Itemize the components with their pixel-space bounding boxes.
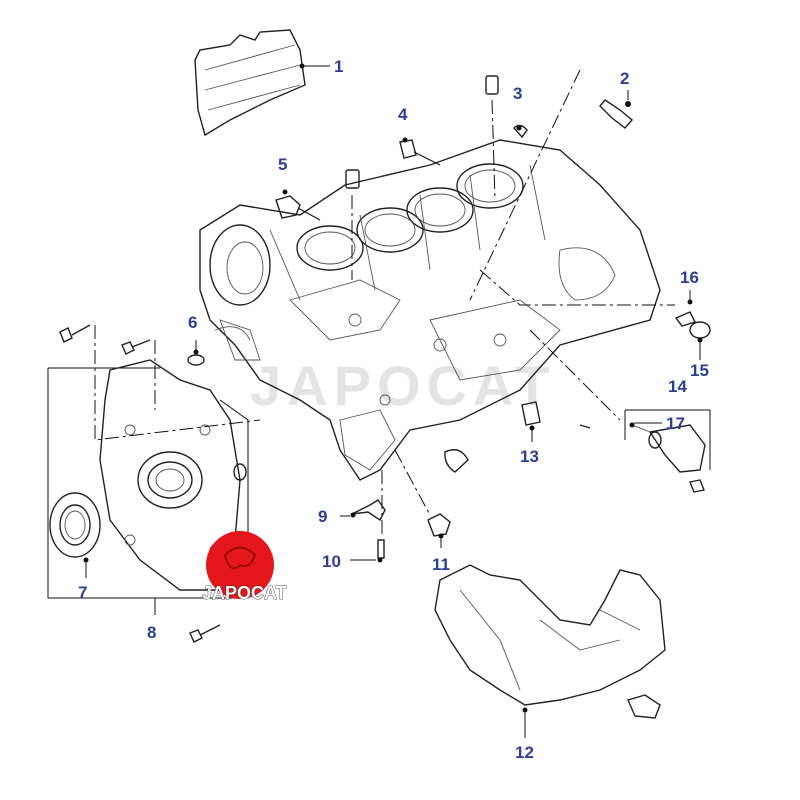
callout-15[interactable]: 15 [690,361,709,380]
callout-8[interactable]: 8 [147,623,156,642]
callout-6[interactable]: 6 [188,313,197,332]
part-12-lower-cover [434,564,666,738]
callout-3[interactable]: 3 [513,84,522,103]
part-2-sensor [469,69,633,301]
part-11-plug [394,449,469,548]
callout-14[interactable]: 14 [668,377,687,396]
part-4-plug [399,137,441,166]
engine-block [199,139,661,481]
callout-4[interactable]: 4 [398,105,408,124]
callout-11[interactable]: 11 [432,555,450,574]
part-1-heat-shield [194,29,330,137]
part-5-mount [275,169,360,280]
part-14-17-assembly [479,269,711,493]
japocat-logo: JAPOCAT [202,531,287,603]
logo-text: JAPOCAT [202,583,287,603]
callout-16[interactable]: 16 [680,268,699,287]
part-6-seal [187,326,251,366]
callout-5[interactable]: 5 [278,155,287,174]
callout-13[interactable]: 13 [520,447,539,466]
callout-12[interactable]: 12 [515,743,534,762]
callout-7[interactable]: 7 [78,583,87,602]
callout-9[interactable]: 9 [318,507,327,526]
part-9-10-bracket-bolt [340,470,386,563]
callout-2[interactable]: 2 [620,69,629,88]
part-3-plug [485,75,528,201]
callout-10[interactable]: 10 [322,552,341,571]
callout-1[interactable]: 1 [334,57,343,76]
part-13-sensor [521,401,591,442]
callout-17[interactable]: 17 [666,414,685,433]
watermark: JAPOCAT [250,354,555,417]
